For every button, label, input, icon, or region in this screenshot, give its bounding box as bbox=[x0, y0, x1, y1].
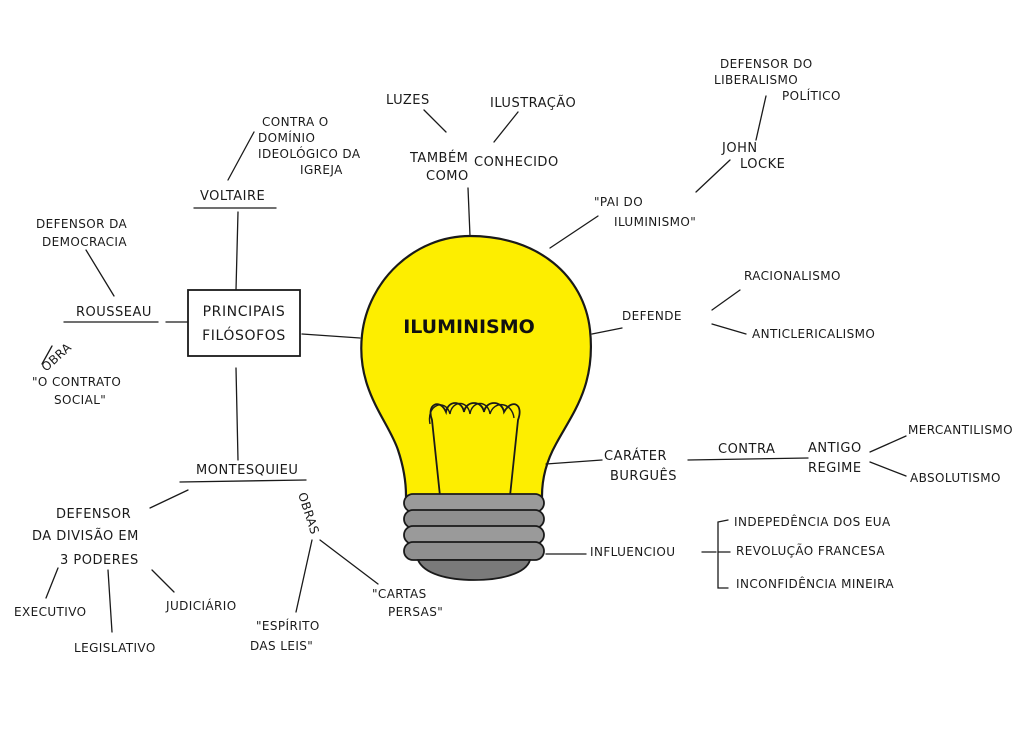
locke-name-2: LOCKE bbox=[740, 157, 785, 172]
independencia-label: INDEPEDÊNCIA DOS EUA bbox=[734, 514, 891, 529]
locke-desc-2: LIBERALISMO bbox=[714, 73, 798, 87]
defende-label: DEFENDE bbox=[622, 309, 682, 323]
pai-label-2: ILUMINISMO" bbox=[614, 215, 696, 229]
legislativo-label: LEGISLATIVO bbox=[74, 641, 156, 655]
racionalismo-label: RACIONALISMO bbox=[744, 269, 841, 283]
voltaire-desc-4: IGREJA bbox=[300, 163, 343, 177]
connectors bbox=[41, 95, 907, 633]
voltaire-node: CONTRA O DOMÍNIO IDEOLÓGICO DA IGREJA VO… bbox=[200, 115, 361, 204]
also-known-as-node: LUZES ILUSTRAÇÃO TAMBÉM CONHECIDO COMO bbox=[386, 93, 576, 184]
cartas-line1: "CARTAS bbox=[372, 587, 427, 601]
montesquieu-desc-3: 3 PODERES bbox=[60, 553, 139, 568]
bulb-glass bbox=[360, 234, 592, 498]
locke-desc-3: POLÍTICO bbox=[782, 88, 841, 103]
rousseau-obra: OBRA bbox=[39, 340, 75, 374]
espirito-line2: DAS LEIS" bbox=[250, 639, 313, 653]
judiciario-label: JUDICIÁRIO bbox=[165, 598, 237, 613]
anticlericalismo-label: ANTICLERICALISMO bbox=[752, 327, 875, 341]
voltaire-desc-2: DOMÍNIO bbox=[258, 130, 315, 145]
conhecido-label: CONHECIDO bbox=[474, 155, 559, 170]
locke-desc-1: DEFENSOR DO bbox=[720, 57, 813, 71]
cartas-line2: PERSAS" bbox=[388, 605, 443, 619]
light-bulb-icon: ILUMINISMO bbox=[360, 234, 592, 581]
defende-node: DEFENDE RACIONALISMO ANTICLERICALISMO bbox=[622, 269, 875, 341]
rousseau-desc-1: DEFENSOR DA bbox=[36, 217, 128, 231]
locke-name-1: JOHN bbox=[721, 141, 758, 156]
filosofos-line2: FILÓSOFOS bbox=[202, 326, 286, 344]
ilustracao-label: ILUSTRAÇÃO bbox=[490, 95, 576, 111]
executivo-label: EXECUTIVO bbox=[14, 605, 86, 619]
inconfidencia-label: INCONFIDÊNCIA MINEIRA bbox=[736, 576, 894, 591]
como-label: COMO bbox=[426, 169, 469, 184]
tambem-label: TAMBÉM bbox=[409, 150, 468, 166]
burgues-node: CARÁTER BURGUÊS CONTRA ANTIGO REGIME MER… bbox=[604, 423, 1013, 485]
rousseau-desc-2: DEMOCRACIA bbox=[42, 235, 127, 249]
montesquieu-desc-2: DA DIVISÃO EM bbox=[32, 528, 139, 544]
contrato-line1: "O CONTRATO bbox=[32, 375, 121, 389]
montesquieu-name: MONTESQUIEU bbox=[196, 463, 298, 478]
pai-label-1: "PAI DO bbox=[594, 195, 643, 209]
voltaire-desc-3: IDEOLÓGICO DA bbox=[258, 146, 361, 161]
contrato-line2: SOCIAL" bbox=[54, 393, 106, 407]
influenciou-node: INFLUENCIOU INDEPEDÊNCIA DOS EUA REVOLUÇ… bbox=[590, 514, 894, 591]
rousseau-name: ROUSSEAU bbox=[76, 305, 152, 320]
montesquieu-node: MONTESQUIEU DEFENSOR DA DIVISÃO EM 3 POD… bbox=[14, 463, 443, 655]
locke-node: DEFENSOR DO LIBERALISMO POLÍTICO JOHN LO… bbox=[594, 57, 841, 229]
espirito-line1: "ESPÍRITO bbox=[256, 618, 320, 633]
filosofos-box bbox=[187, 289, 301, 357]
rousseau-node: DEFENSOR DA DEMOCRACIA ROUSSEAU OBRA "O … bbox=[32, 217, 152, 407]
carater-label: CARÁTER bbox=[604, 448, 667, 464]
filosofos-node: PRINCIPAIS FILÓSOFOS bbox=[187, 289, 301, 357]
absolutismo-label: ABSOLUTISMO bbox=[910, 471, 1001, 485]
mercantilismo-label: MERCANTILISMO bbox=[908, 423, 1013, 437]
revolucao-label: REVOLUÇÃO FRANCESA bbox=[736, 543, 885, 558]
montesquieu-desc-1: DEFENSOR bbox=[56, 507, 131, 522]
voltaire-name: VOLTAIRE bbox=[200, 189, 265, 204]
antigo-label: ANTIGO bbox=[808, 441, 862, 456]
regime-label: REGIME bbox=[808, 461, 862, 476]
montesquieu-obras: OBRAS bbox=[295, 491, 322, 537]
luzes-label: LUZES bbox=[386, 93, 430, 108]
contra-label: CONTRA bbox=[718, 442, 775, 457]
voltaire-desc-1: CONTRA O bbox=[262, 115, 329, 129]
influenciou-label: INFLUENCIOU bbox=[590, 545, 675, 559]
burgues-label: BURGUÊS bbox=[610, 468, 677, 484]
bulb-base bbox=[403, 493, 545, 581]
filosofos-line1: PRINCIPAIS bbox=[203, 304, 286, 320]
center-title: ILUMINISMO bbox=[403, 316, 535, 338]
